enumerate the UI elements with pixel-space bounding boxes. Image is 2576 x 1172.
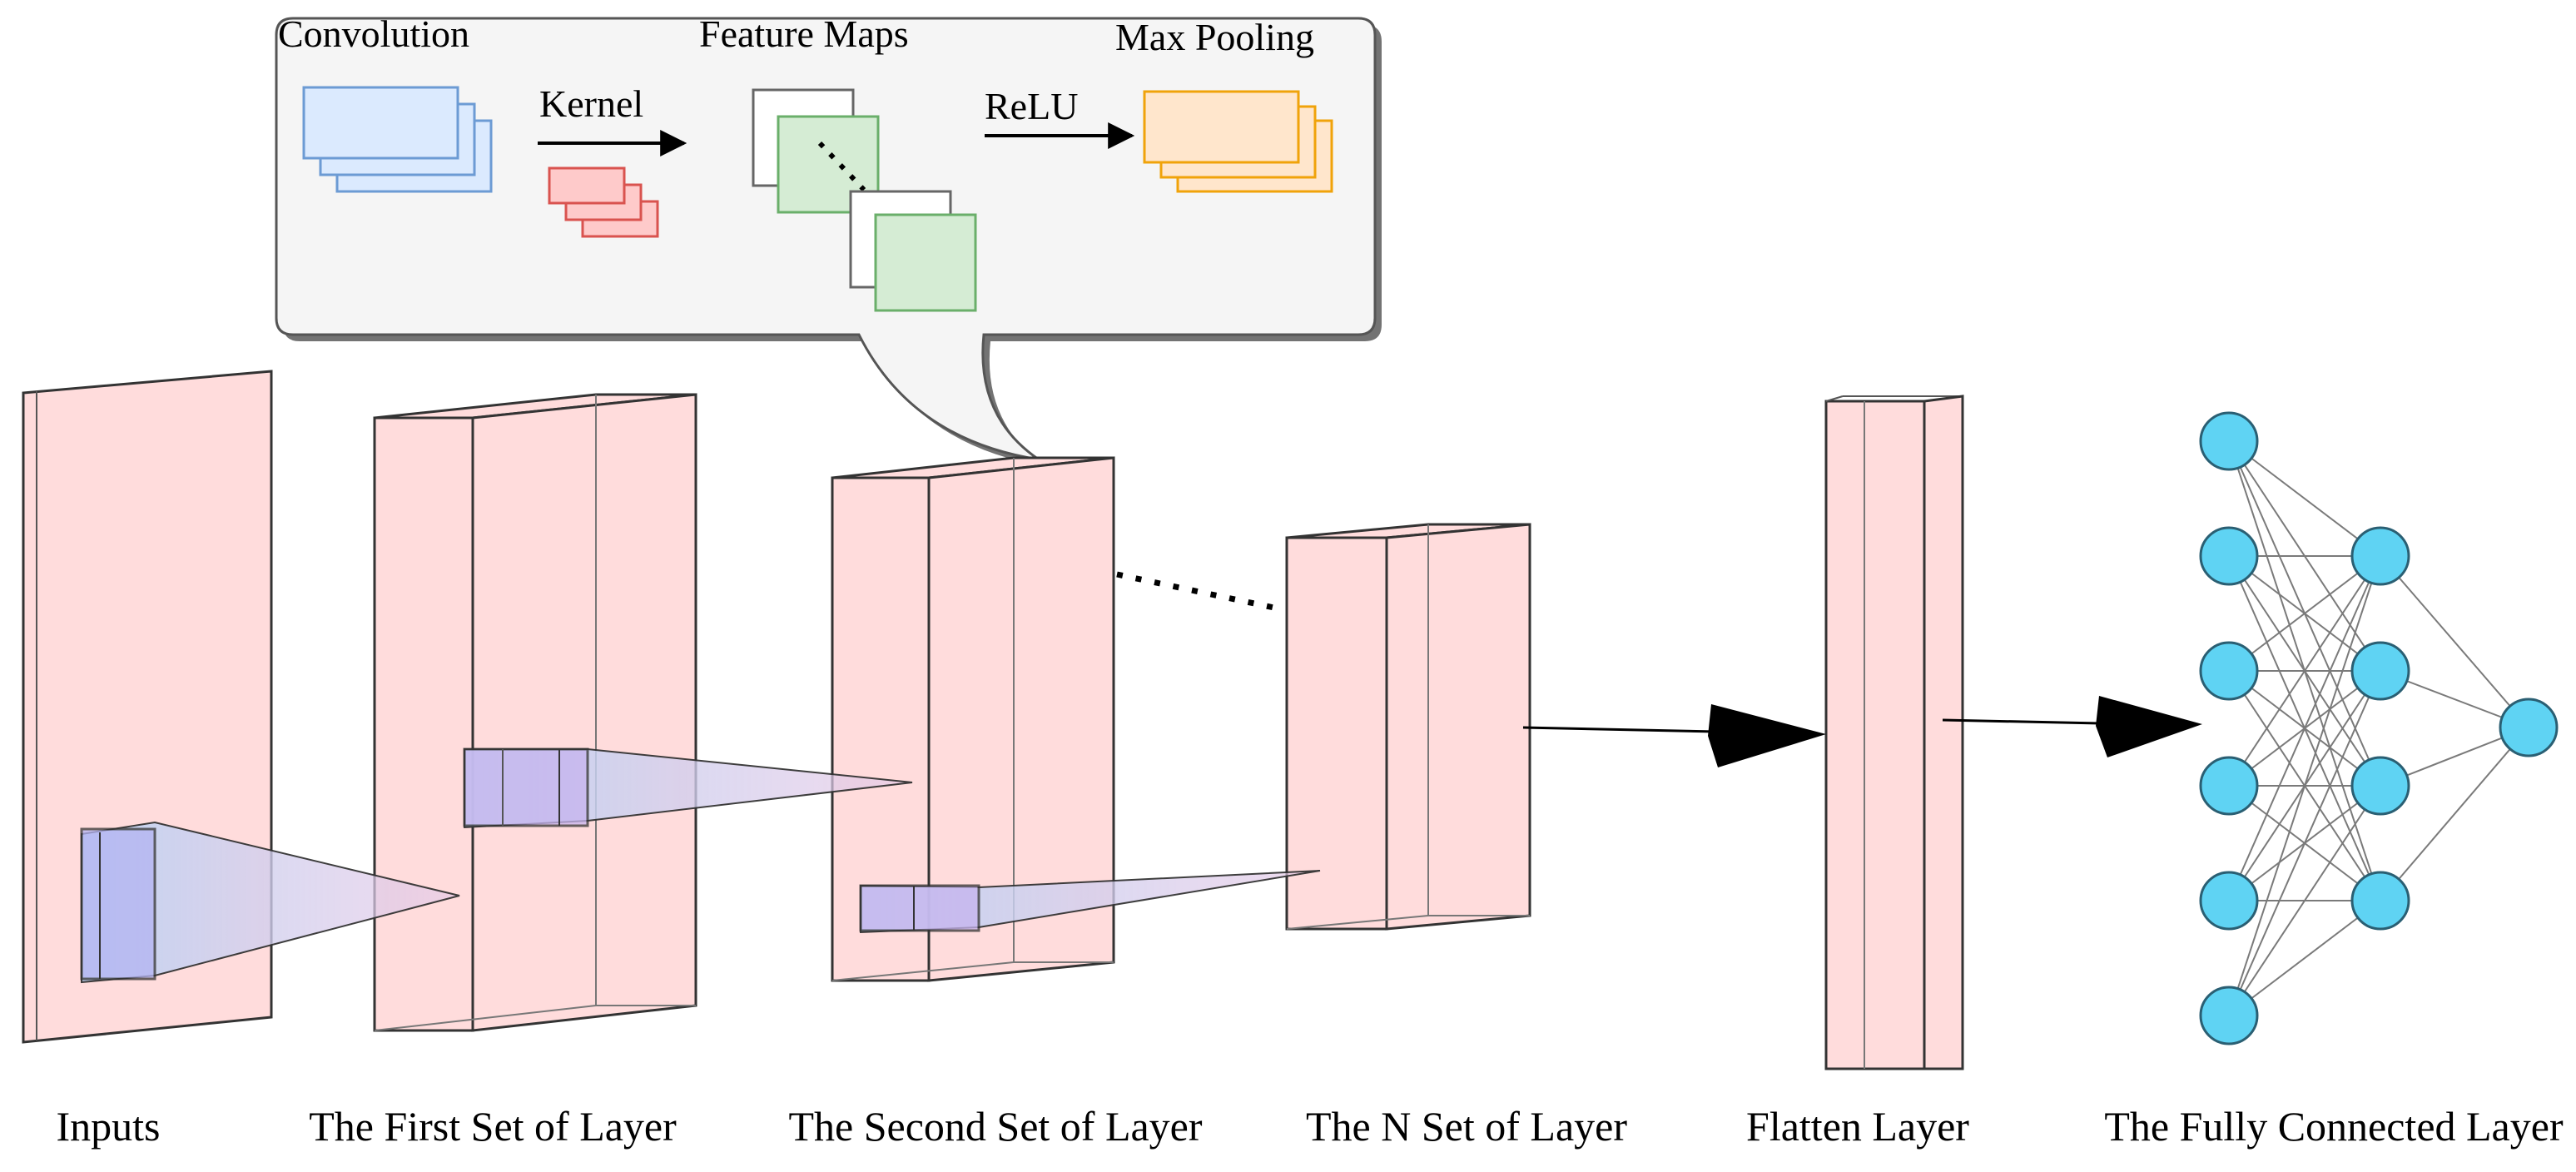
neuron bbox=[2199, 641, 2259, 701]
fc-edge bbox=[2228, 670, 2381, 1016]
fc-edge bbox=[2228, 555, 2381, 672]
fc-edge bbox=[2228, 785, 2381, 1016]
flatten-label: Flatten Layer bbox=[1746, 1103, 1969, 1150]
convolution-stack-icon bbox=[302, 86, 493, 193]
kernel-label: Kernel bbox=[539, 82, 643, 125]
callout-box bbox=[275, 17, 1382, 466]
fc-edge bbox=[2228, 555, 2381, 901]
flatten-layer-block bbox=[1824, 395, 1964, 1070]
feature-maps-icon bbox=[752, 88, 977, 312]
neuron bbox=[2199, 526, 2259, 586]
kernel-stack-icon bbox=[548, 166, 659, 238]
neuron bbox=[2350, 871, 2410, 931]
receptive-field-beam-1 bbox=[80, 821, 460, 984]
fully-connected-network bbox=[2199, 411, 2559, 1045]
fc-edge bbox=[2380, 727, 2529, 901]
first-set-layer-block bbox=[373, 393, 697, 1032]
n-set-layer-block bbox=[1285, 523, 1531, 931]
n-set-label: The N Set of Layer bbox=[1306, 1103, 1627, 1150]
fc-edge bbox=[2228, 900, 2381, 1016]
feature-maps-ellipsis bbox=[817, 141, 866, 192]
arrow-to-fully-connected bbox=[1942, 696, 2202, 757]
neuron bbox=[2350, 526, 2410, 586]
receptive-field-beam-3 bbox=[859, 870, 1321, 934]
receptive-field-beam-2 bbox=[463, 747, 913, 829]
convolution-label: Convolution bbox=[278, 12, 469, 55]
fc-edge bbox=[2380, 555, 2529, 728]
arrow-to-flatten bbox=[1522, 704, 1826, 767]
fc-edge bbox=[2228, 555, 2381, 787]
second-set-layer-block bbox=[831, 456, 1115, 982]
layer-continuation-dots bbox=[1116, 571, 1283, 613]
inputs-label: Inputs bbox=[57, 1103, 161, 1150]
max-pooling-stack-icon bbox=[1143, 90, 1333, 193]
output-neuron bbox=[2499, 698, 2559, 757]
fully-connected-label: The Fully Connected Layer bbox=[2104, 1103, 2564, 1150]
neuron bbox=[2199, 411, 2259, 471]
relu-label: ReLU bbox=[985, 85, 1078, 127]
neuron bbox=[2199, 871, 2259, 931]
fc-edge bbox=[2228, 440, 2381, 557]
max-pooling-label: Max Pooling bbox=[1115, 16, 1314, 58]
second-set-label: The Second Set of Layer bbox=[788, 1103, 1202, 1150]
neuron bbox=[2350, 756, 2410, 816]
neuron bbox=[2199, 756, 2259, 816]
neuron bbox=[2350, 641, 2410, 701]
fc-edge bbox=[2228, 555, 2381, 1016]
neuron bbox=[2199, 986, 2259, 1045]
first-set-label: The First Set of Layer bbox=[309, 1103, 677, 1150]
feature-maps-label: Feature Maps bbox=[699, 12, 909, 55]
